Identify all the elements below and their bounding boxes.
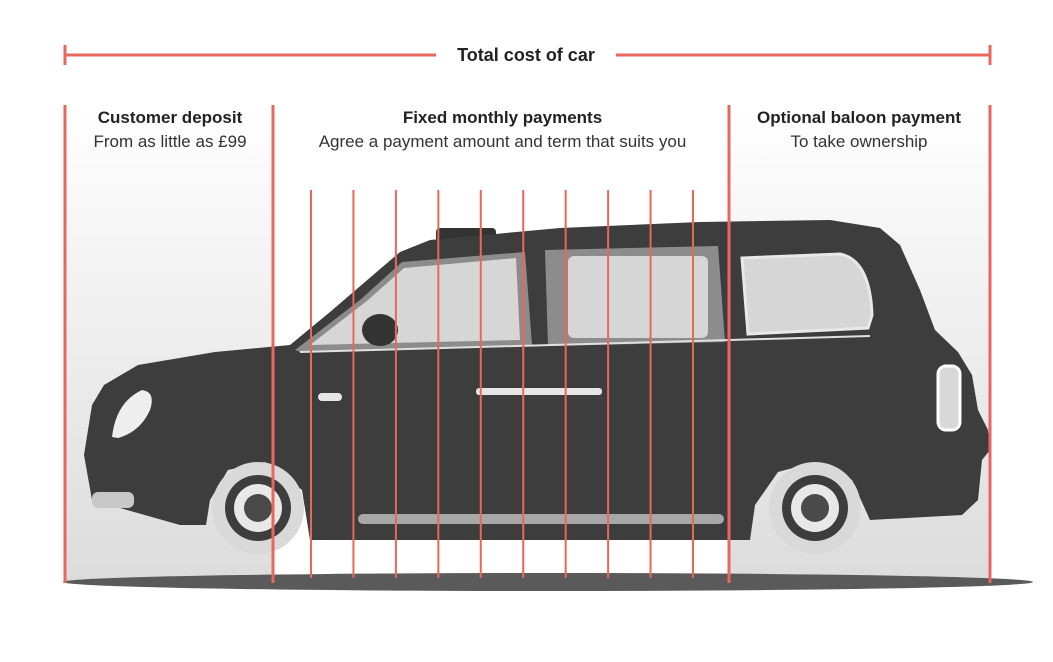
monthly-payment-markers xyxy=(310,190,694,578)
front-wheel xyxy=(212,462,304,554)
front-door-handle xyxy=(318,393,342,401)
monthly-section-label: Fixed monthly payments Agree a payment a… xyxy=(280,106,725,154)
balloon-heading: Optional baloon payment xyxy=(756,108,961,127)
deposit-subtext: From as little as £99 xyxy=(93,132,247,151)
side-skirt xyxy=(358,514,724,524)
rear-wheel xyxy=(769,462,861,554)
balloon-section-label: Optional baloon payment To take ownershi… xyxy=(735,106,983,154)
balloon-subtext: To take ownership xyxy=(790,132,928,151)
window-front-glass xyxy=(310,258,520,345)
front-grille xyxy=(92,492,134,508)
headlight xyxy=(112,390,152,438)
monthly-heading: Fixed monthly payments xyxy=(402,108,603,127)
window-middle-glass xyxy=(568,256,708,338)
deposit-heading: Customer deposit xyxy=(97,108,243,127)
side-mirror xyxy=(362,314,398,346)
total-cost-label: Total cost of car xyxy=(436,42,616,68)
window-rear xyxy=(740,252,874,336)
door-handle xyxy=(476,388,602,395)
ground-shadow xyxy=(63,573,1033,591)
deposit-section-label: Customer deposit From as little as £99 xyxy=(70,106,270,154)
tail-light xyxy=(936,364,962,432)
monthly-subtext: Agree a payment amount and term that sui… xyxy=(318,132,687,151)
